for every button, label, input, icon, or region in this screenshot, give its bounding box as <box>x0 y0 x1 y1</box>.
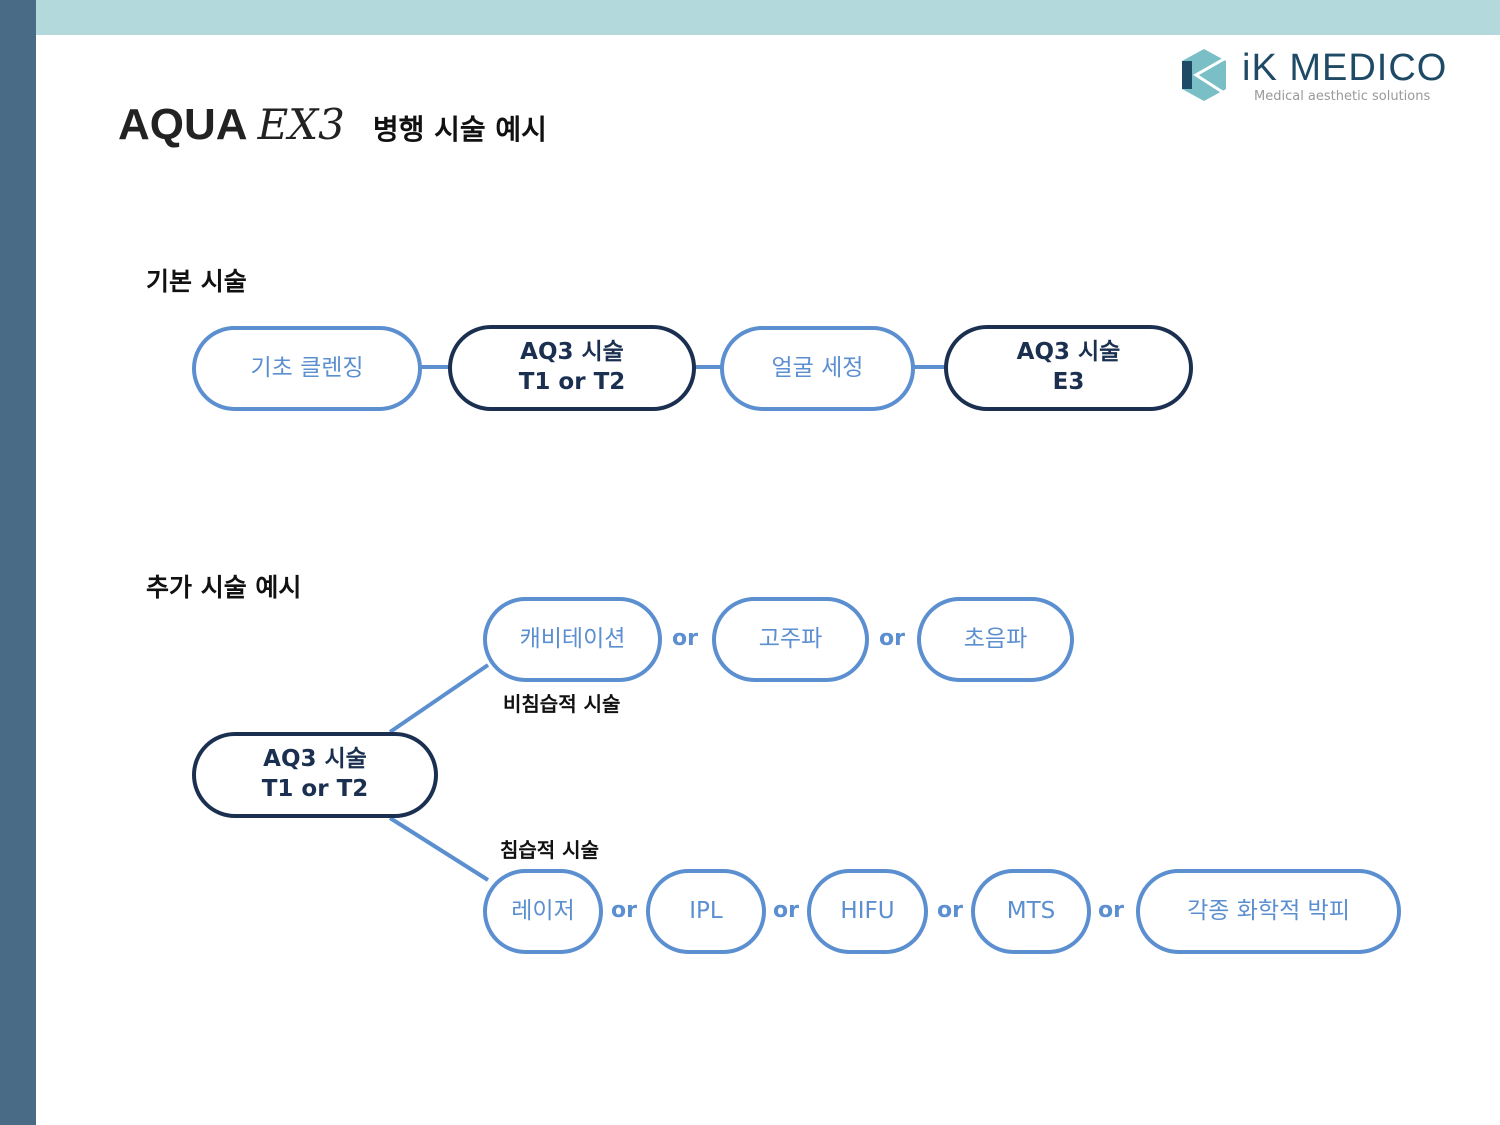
branch-line-invasive <box>388 816 490 882</box>
option-hifu: HIFU <box>807 869 928 954</box>
step-basic-cleansing: 기초 클렌징 <box>192 326 422 411</box>
invasive-label: 침습적 시술 <box>500 838 599 862</box>
step-label: AQ3 시술 <box>520 339 624 366</box>
or-label: or <box>937 898 963 923</box>
main-aq3-t1t2: AQ3 시술 T1 or T2 <box>192 732 438 818</box>
option-label: HIFU <box>840 897 895 924</box>
step-label: 얼굴 세정 <box>771 354 864 381</box>
logo-tagline: Medical aesthetic solutions <box>1254 89 1431 104</box>
or-label: or <box>879 626 905 651</box>
step-label: AQ3 시술 <box>263 746 367 773</box>
option-label: IPL <box>689 897 723 924</box>
hexagon-logo-icon <box>1182 49 1226 101</box>
option-label: 레이저 <box>511 897 575 924</box>
step-label: T1 or T2 <box>518 369 626 395</box>
extra-heading: 추가 시술 예시 <box>146 573 302 602</box>
step-face-wash: 얼굴 세정 <box>720 326 915 411</box>
branch-line-noninvasive <box>388 663 490 734</box>
page-title: AQUA EX3 병행 시술 예시 <box>118 100 547 150</box>
or-label: or <box>773 898 799 923</box>
option-ipl: IPL <box>646 869 766 954</box>
title-text: 병행 시술 예시 <box>372 113 547 146</box>
brand-name: AQUA <box>118 100 248 149</box>
logo-name: iK MEDICO <box>1242 47 1448 89</box>
or-label: or <box>1098 898 1124 923</box>
option-label: 초음파 <box>963 625 1028 652</box>
option-label: 고주파 <box>758 625 823 652</box>
basic-heading: 기본 시술 <box>146 267 247 296</box>
left-accent-bar <box>0 0 36 1125</box>
company-logo: iK MEDICO Medical aesthetic solutions <box>1180 47 1460 107</box>
step-label: E3 <box>1052 369 1085 395</box>
option-laser: 레이저 <box>483 869 603 954</box>
or-label: or <box>672 626 698 651</box>
option-chemical-peel: 각종 화학적 박피 <box>1136 869 1401 954</box>
option-ultrasound: 초음파 <box>917 597 1074 682</box>
option-mts: MTS <box>971 869 1091 954</box>
brand-script: EX3 <box>257 100 345 149</box>
option-label: MTS <box>1006 897 1056 924</box>
option-radiofrequency: 고주파 <box>712 597 869 682</box>
noninvasive-label: 비침습적 시술 <box>503 692 621 716</box>
or-label: or <box>611 898 637 923</box>
step-aq3-e3: AQ3 시술 E3 <box>944 325 1193 411</box>
option-label: 캐비테이션 <box>519 625 626 652</box>
option-cavitation: 캐비테이션 <box>483 597 662 682</box>
step-label: 기초 클렌징 <box>250 354 364 381</box>
step-label: T1 or T2 <box>261 776 369 802</box>
step-aq3-t1t2: AQ3 시술 T1 or T2 <box>448 325 696 411</box>
option-label: 각종 화학적 박피 <box>1187 897 1350 924</box>
step-label: AQ3 시술 <box>1016 339 1121 366</box>
top-accent-bar <box>0 0 1500 35</box>
